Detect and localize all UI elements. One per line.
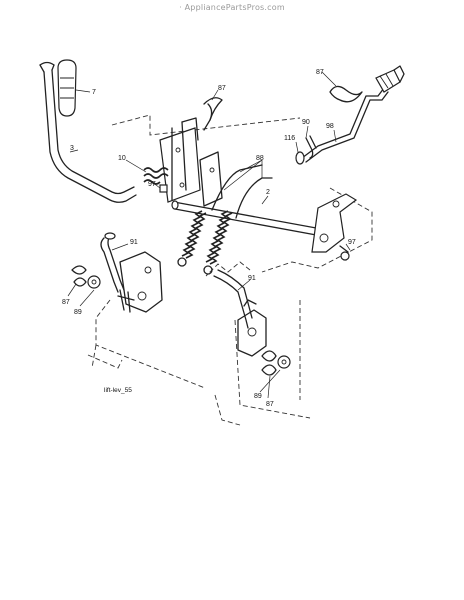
callout-87-right: 87: [316, 69, 324, 76]
callout-10: 10: [118, 155, 126, 162]
handle-grip: [57, 59, 77, 117]
left-lift-link: [100, 232, 163, 313]
callout-88: 88: [256, 155, 264, 162]
callout-2: 2: [266, 189, 270, 196]
watermark: · AppliancePartsPros.com: [179, 3, 285, 12]
adjustment-rod: [301, 65, 405, 163]
callout-97-center: 97: [148, 181, 156, 188]
callout-89-right: 89: [254, 393, 262, 400]
callout-91-right: 91: [248, 275, 256, 282]
right-clip-and-washer: [261, 350, 291, 376]
callout-98: 98: [326, 123, 334, 130]
right-lift-bracket: [311, 193, 358, 261]
callout-97-right: 97: [348, 239, 356, 246]
callout-3: 3: [70, 145, 74, 152]
washer-116: [295, 151, 305, 165]
callout-labels: 7 3 87 87 10 97 88 90 98 116 2 97 91 87 …: [62, 69, 356, 408]
callout-87-bottom: 87: [266, 401, 274, 408]
callout-87-left: 87: [62, 299, 70, 306]
leader-lines: [67, 71, 351, 399]
extension-springs: [177, 164, 273, 275]
pin-90: [305, 135, 317, 159]
cross-shaft: [171, 200, 339, 240]
clevis-pin: [159, 184, 168, 193]
callout-116: 116: [284, 135, 295, 142]
callout-91-left: 91: [130, 239, 138, 246]
center-bracket: [159, 117, 223, 207]
deck-outline: [87, 114, 373, 426]
diagram-code: lift-lev_55: [104, 387, 132, 394]
callout-7: 7: [92, 89, 96, 96]
left-clip-and-washer: [71, 265, 101, 289]
rod-clip: [329, 85, 363, 103]
lift-lever: [39, 61, 137, 203]
hair-pin-clip: [203, 97, 223, 131]
right-lift-link: [213, 269, 267, 357]
callout-87-top: 87: [218, 85, 226, 92]
callout-90: 90: [302, 119, 310, 126]
callout-89-left: 89: [74, 309, 82, 316]
